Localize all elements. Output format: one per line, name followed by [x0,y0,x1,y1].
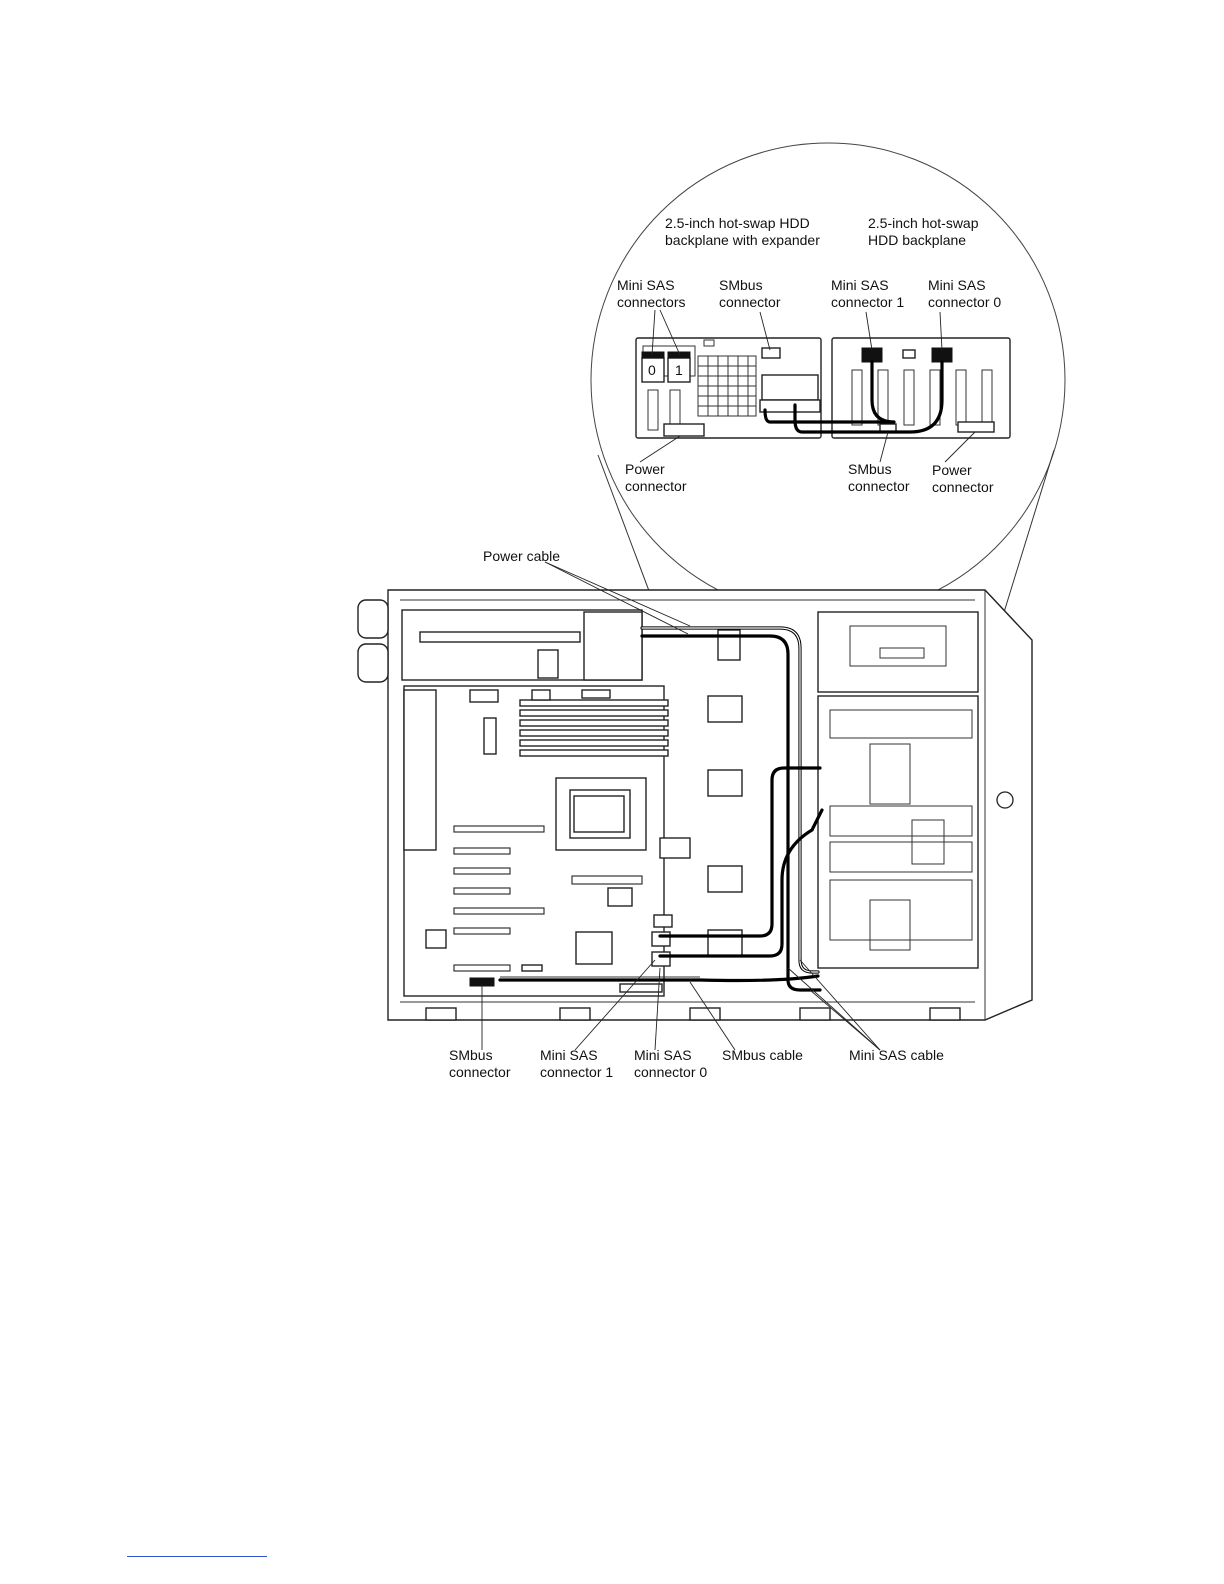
fan-assembly [707,629,743,957]
backplane-expander-label: 2.5-inch hot-swap HDD backplane with exp… [665,215,820,248]
port-label-0: 0 [648,362,656,378]
smbus-cable-label: SMbus cable [722,1047,803,1063]
system-leader-lines [481,561,881,1051]
board-mini-sas-connector-0-label: Mini SAS connector 0 [634,1047,707,1080]
detail-leader-lines [639,309,976,463]
backplane-with-expander-drawing: 0 1 [635,337,822,439]
detail-mini-sas-connector-1-label: Mini SAS connector 1 [831,277,904,310]
system-cables [498,626,824,992]
board-smbus-connector-label: SMbus connector [449,1047,511,1080]
port-label-1: 1 [675,362,683,378]
drive-cage [817,611,979,969]
detail-smbus-connector-top-label: SMbus connector [719,277,781,310]
detail-smbus-connector-bottom-label: SMbus connector [848,461,910,494]
detail-power-connector-right-label: Power connector [932,462,994,495]
backplane-plain-label: 2.5-inch hot-swap HDD backplane [868,215,982,248]
power-cable-label: Power cable [483,548,560,564]
footnote-rule [127,1556,267,1557]
mini-sas-cable-label: Mini SAS cable [849,1047,944,1063]
detail-power-connector-left-label: Power connector [625,461,687,494]
detail-mini-sas-connector-0-label: Mini SAS connector 0 [928,277,1001,310]
board-mini-sas-connector-1-label: Mini SAS connector 1 [540,1047,613,1080]
system-board [403,685,691,997]
system-labels: Power cable SMbus connector Mini SAS con… [449,548,944,1080]
detail-mini-sas-connectors-label: Mini SAS connectors [617,277,685,310]
detail-labels: 2.5-inch hot-swap HDD backplane with exp… [617,215,1001,495]
power-supply [401,609,643,681]
detail-cables [763,360,944,434]
